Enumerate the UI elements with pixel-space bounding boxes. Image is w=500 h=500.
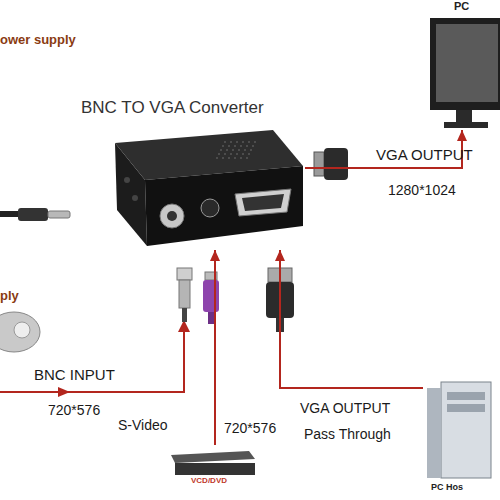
device-title: BNC TO VGA Converter	[81, 98, 264, 118]
host-side	[427, 388, 441, 478]
monitor-frame	[430, 18, 500, 110]
device-shape	[423, 378, 500, 498]
dvd-top	[171, 451, 255, 463]
speaker-hole	[222, 145, 224, 147]
vga-socket-inner	[242, 194, 284, 211]
monitor-screen	[436, 24, 498, 102]
connector-line	[214, 250, 216, 445]
vga-output-plug	[314, 148, 348, 180]
bnc-cable	[182, 308, 187, 322]
host-bay	[447, 392, 485, 400]
device-shape	[75, 98, 305, 250]
device-node: PC	[426, 2, 500, 130]
power-jack	[132, 195, 138, 201]
speaker-hole	[250, 149, 252, 151]
device-node: BNC TO VGA Converter	[75, 98, 305, 250]
speaker-hole	[240, 157, 242, 159]
camera-lens	[14, 322, 30, 338]
speaker-hole	[252, 145, 254, 147]
arrow-head	[457, 130, 467, 141]
speaker-hole	[222, 157, 224, 159]
camera-body	[0, 312, 40, 352]
speaker-hole	[240, 145, 242, 147]
bnc-barrel	[179, 280, 190, 308]
vga-socket	[235, 189, 291, 216]
speaker-hole	[246, 157, 248, 159]
speaker-hole	[242, 153, 244, 155]
text-label: 720*576	[48, 402, 100, 418]
speaker-hole	[224, 153, 226, 155]
arrow-head	[210, 250, 220, 261]
speaker-hole	[248, 153, 250, 155]
speaker-hole	[234, 145, 236, 147]
svideo-body	[203, 280, 219, 312]
speaker-hole	[228, 157, 230, 159]
dvd-front	[175, 463, 255, 475]
speaker-hole	[224, 141, 226, 143]
bnc-input-arrow	[0, 320, 190, 397]
speaker-hole	[234, 157, 236, 159]
vga-connector	[314, 152, 324, 176]
text-label: Pass Through	[304, 426, 391, 442]
monitor-stand	[456, 110, 472, 122]
speaker-hole	[244, 149, 246, 151]
connector-label: S-Video	[118, 417, 168, 433]
text-label: ply	[0, 288, 19, 303]
text-label: ower supply	[0, 32, 76, 47]
device-label: VCD/DVD	[191, 476, 227, 485]
host-bay	[447, 404, 485, 412]
arrow-head	[275, 250, 285, 261]
text-label: BNC INPUT	[34, 366, 115, 383]
vga-hood	[324, 148, 348, 180]
connector-arrow	[275, 250, 423, 388]
speaker-hole	[228, 145, 230, 147]
speaker-hole	[254, 141, 256, 143]
speaker-hole	[216, 157, 218, 159]
svideo-socket	[201, 199, 219, 217]
device-front	[145, 166, 303, 246]
device-label: PC	[454, 0, 469, 12]
connector-label: VGA OUTPUT	[300, 400, 390, 416]
speaker-hole	[236, 153, 238, 155]
speaker-hole	[220, 149, 222, 151]
bnc-plug	[177, 268, 192, 322]
connector-line	[280, 250, 423, 388]
monitor-base	[444, 122, 488, 128]
bnc-socket-core	[167, 211, 177, 221]
host-case	[441, 382, 491, 478]
speaker-hole	[232, 149, 234, 151]
text-label: 1280*1024	[388, 182, 456, 198]
speaker-hole	[226, 149, 228, 151]
power-plug	[0, 208, 70, 221]
text-label: 720*576	[224, 420, 276, 436]
speaker-hole	[230, 141, 232, 143]
device-label: PC Hos	[431, 482, 463, 492]
speaker-hole	[248, 141, 250, 143]
plug-body	[18, 208, 48, 221]
device-shape	[426, 2, 500, 130]
speaker-hole	[242, 141, 244, 143]
speaker-hole	[238, 149, 240, 151]
speaker-hole	[246, 145, 248, 147]
power-cable	[0, 211, 18, 217]
svideo-plug	[203, 272, 219, 324]
device-node: VCD/DVD	[165, 445, 260, 487]
connector-label: VGA OUTPUT	[376, 146, 473, 163]
svideo-cable	[208, 312, 214, 324]
speaker-hole	[218, 153, 220, 155]
device-node: PC Hos	[423, 378, 500, 498]
bnc-head	[177, 268, 192, 280]
bnc-socket	[160, 204, 184, 228]
plug-tip	[48, 211, 70, 218]
camera-symbol	[0, 312, 40, 352]
connector-arrow	[210, 250, 220, 445]
power-jack	[124, 177, 130, 183]
speaker-hole	[230, 153, 232, 155]
arrow-line	[0, 330, 184, 392]
arrow-head	[58, 387, 70, 397]
speaker-hole	[236, 141, 238, 143]
